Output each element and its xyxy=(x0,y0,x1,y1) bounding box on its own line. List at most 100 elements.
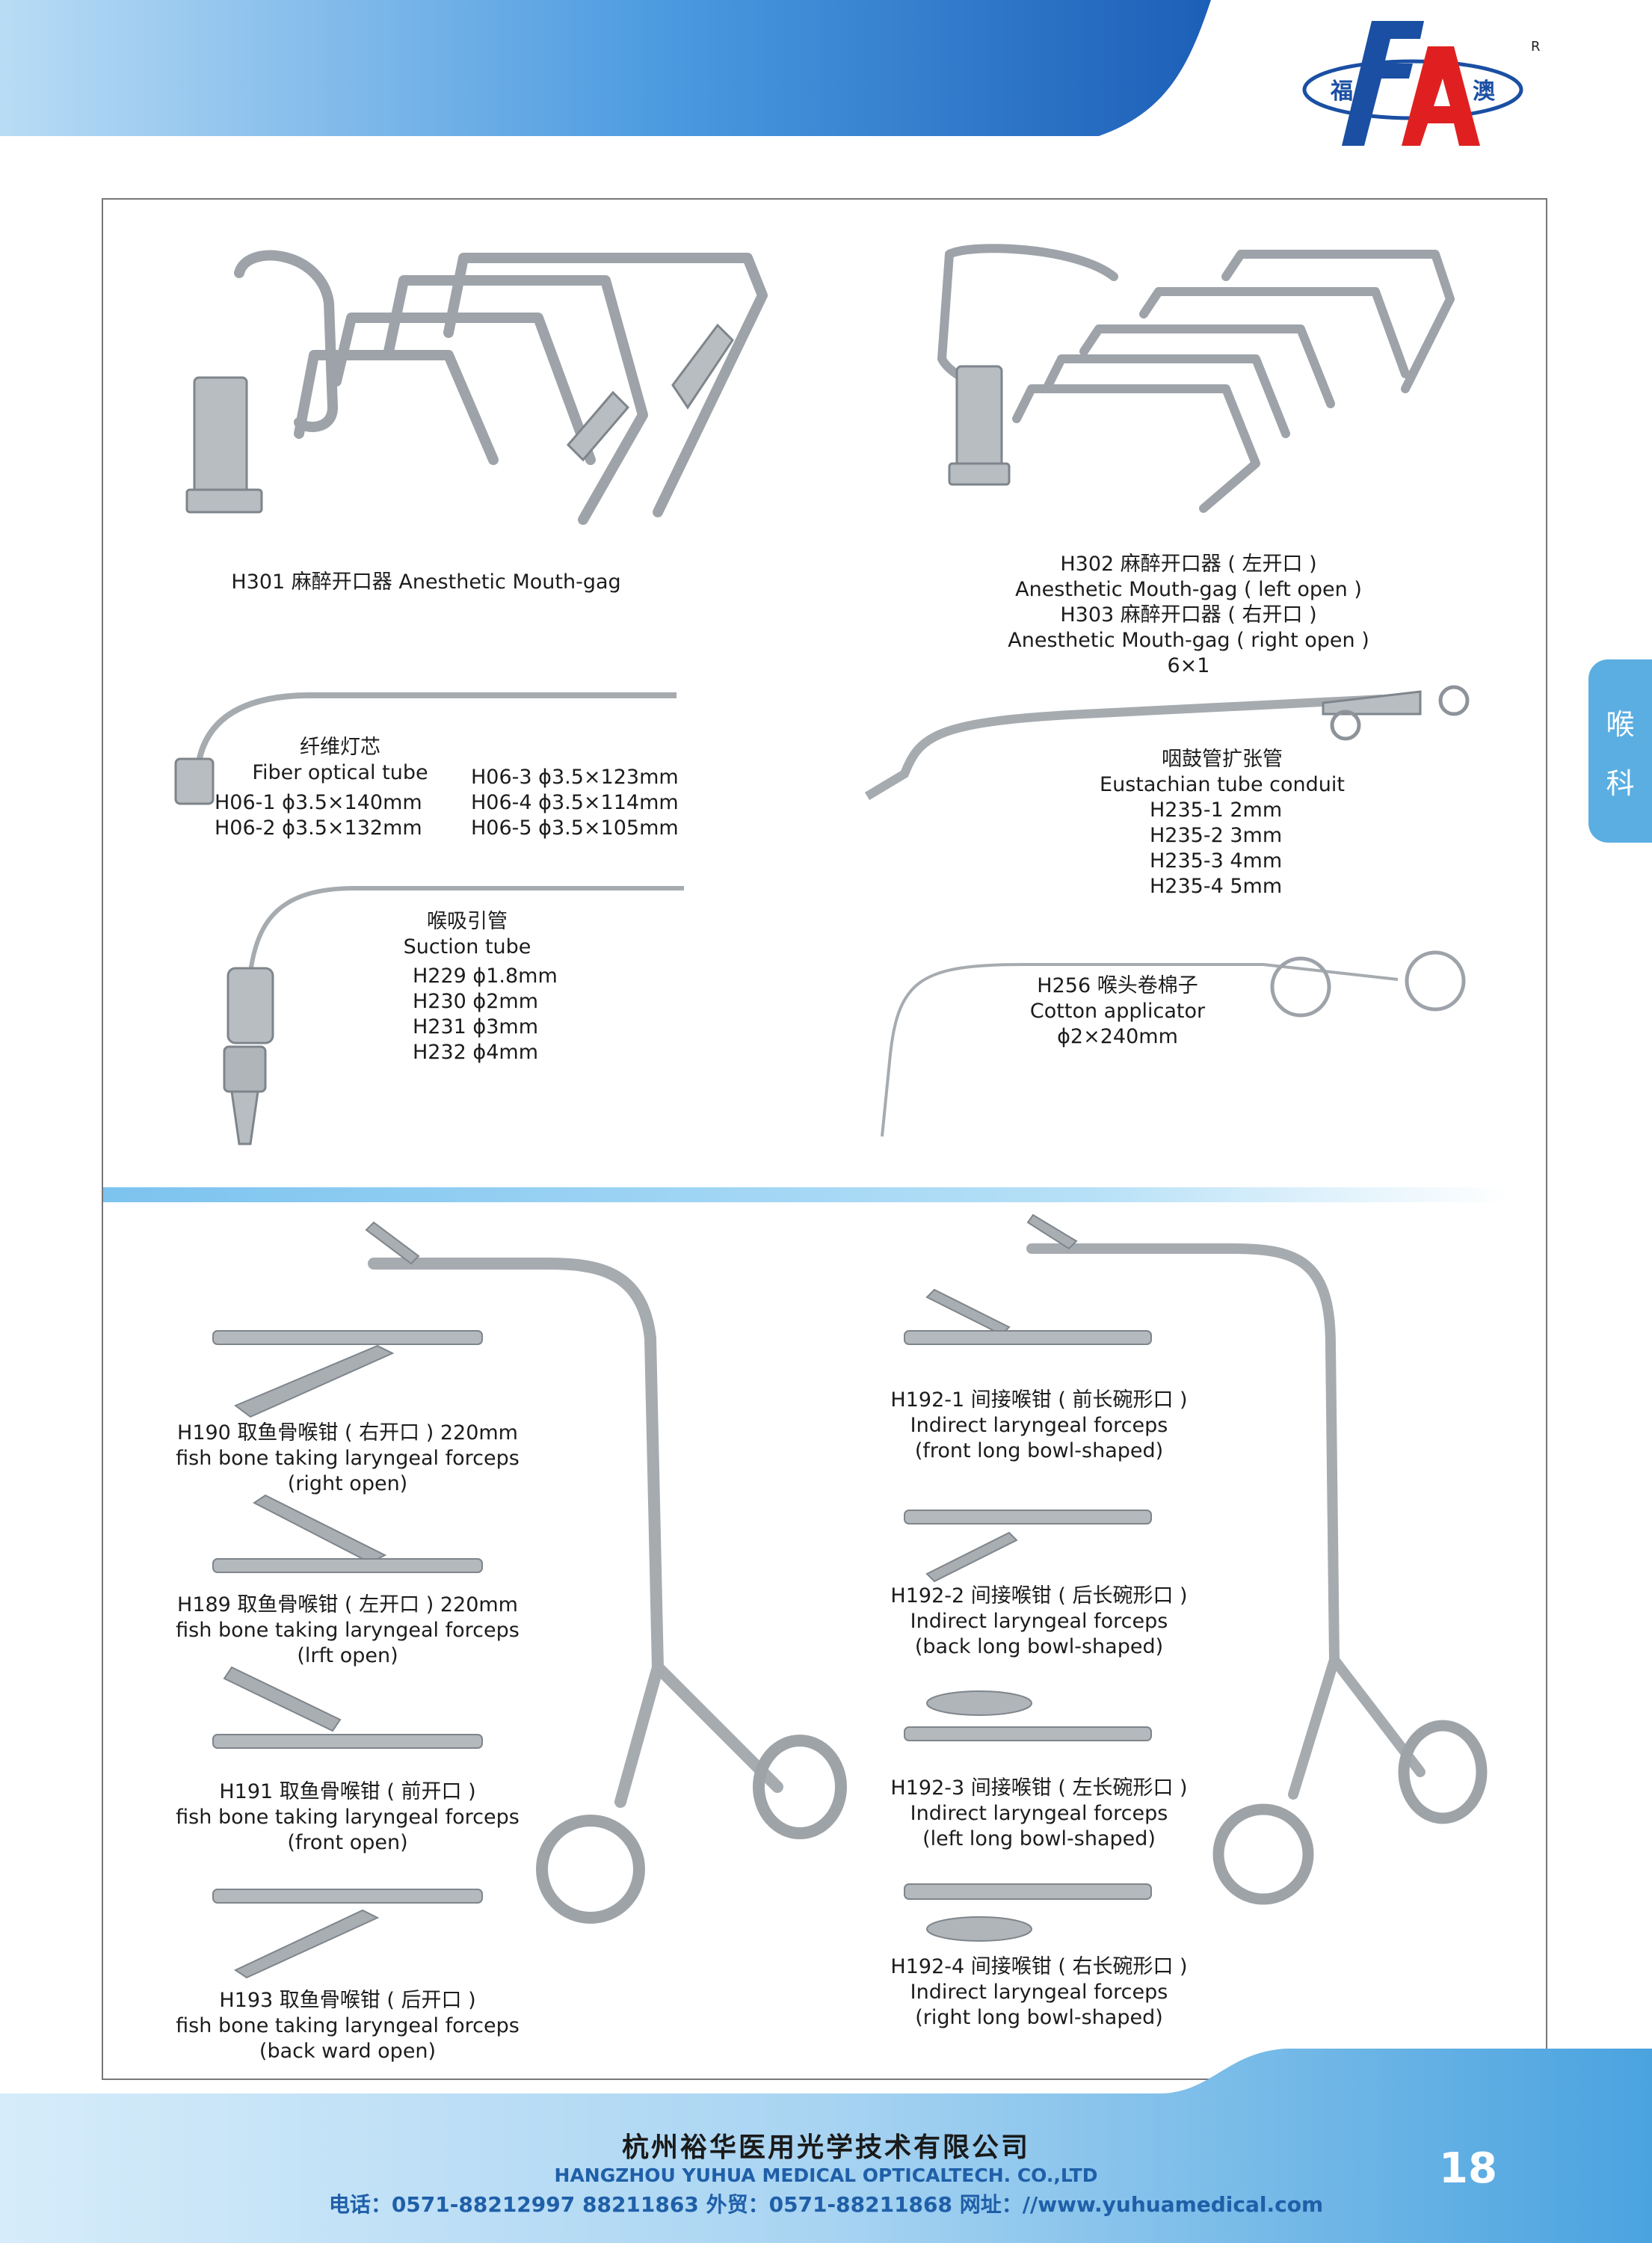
h189-line3: (lrft open) xyxy=(297,1644,398,1667)
h191-line1: H191 取鱼骨喉钳 ( 前开口 ) xyxy=(219,1780,476,1803)
eustachian-tube-image xyxy=(864,685,1470,801)
eustachian-specs: H235-1 2mm H235-2 3mm H235-3 4mm H235-4 … xyxy=(1150,798,1282,899)
caption-h192-2: H192-2 间接喉钳 ( 后长碗形口 ) Indirect laryngeal… xyxy=(852,1584,1226,1660)
forceps-h189-image xyxy=(212,1494,483,1573)
suction-tube-cn: 喉吸引管 xyxy=(427,910,508,933)
caption-h192-1: H192-1 间接喉钳 ( 前长碗形口 ) Indirect laryngeal… xyxy=(852,1388,1226,1464)
h192-2-line3: (back long bowl-shaped) xyxy=(914,1635,1164,1658)
h192-3-line2: Indirect laryngeal forceps xyxy=(910,1802,1168,1825)
h189-line1: H189 取鱼骨喉钳 ( 左开口 ) 220mm xyxy=(177,1593,518,1616)
mouth-gag-image-right xyxy=(937,244,1455,513)
forceps-large-left-image xyxy=(365,1221,847,1924)
caption-suction-tube: 喉吸引管 Suction tube xyxy=(374,909,561,960)
caption-h301: H301 麻醉开口器 Anesthetic Mouth-gag xyxy=(194,570,658,595)
caption-h191: H191 取鱼骨喉钳 ( 前开口 ) fish bone taking lary… xyxy=(161,1779,534,1856)
eustachian-cn: 咽鼓管扩张管 xyxy=(1162,748,1283,771)
footer-band xyxy=(0,2049,1652,2243)
suction-spec-2: H230 ϕ2mm xyxy=(413,990,539,1013)
caption-h302-line2: Anesthetic Mouth-gag ( left open ) xyxy=(1015,578,1362,601)
caption-h302-qty: 6×1 xyxy=(1167,654,1210,677)
h192-4-line3: (right long bowl-shaped) xyxy=(915,2006,1163,2029)
h192-3-line1: H192-3 间接喉钳 ( 左长碗形口 ) xyxy=(890,1776,1188,1800)
fiber-spec-5: H06-5 ϕ3.5×105mm xyxy=(471,816,679,840)
section-divider xyxy=(103,1187,1508,1202)
forceps-h192-1-image xyxy=(904,1288,1152,1345)
h193-line2: fish bone taking laryngeal forceps xyxy=(176,2014,520,2037)
eustachian-spec-3: H235-3 4mm xyxy=(1150,849,1283,873)
suction-tube-image xyxy=(223,886,684,1145)
cotton-applicator-image xyxy=(881,950,1466,1137)
cotton-line1: H256 喉头卷棉子 xyxy=(1037,974,1198,997)
h191-line2: fish bone taking laryngeal forceps xyxy=(176,1806,520,1829)
h192-3-line3: (left long bowl-shaped) xyxy=(922,1827,1156,1850)
fiber-optical-tube-image xyxy=(174,692,676,805)
caption-h302-line1: H302 麻醉开口器 ( 左开口 ) xyxy=(1060,553,1317,576)
section-tab-line1: 喉 xyxy=(1606,708,1635,741)
caption-h302-h303: H302 麻醉开口器 ( 左开口 ) Anesthetic Mouth-gag … xyxy=(957,552,1420,679)
catalog-frame xyxy=(102,198,1547,2080)
forceps-h193-image xyxy=(212,1889,483,1979)
suction-spec-1: H229 ϕ1.8mm xyxy=(413,964,558,988)
caption-h301-text: H301 麻醉开口器 Anesthetic Mouth-gag xyxy=(231,570,621,594)
fiber-tube-cn: 纤维灯芯 xyxy=(300,736,380,759)
caption-h189: H189 取鱼骨喉钳 ( 左开口 ) 220mm fish bone takin… xyxy=(161,1593,534,1669)
caption-h190: H190 取鱼骨喉钳 ( 右开口 ) 220mm fish bone takin… xyxy=(161,1421,534,1497)
logo-char-left: 福 xyxy=(1330,79,1353,105)
h192-4-line2: Indirect laryngeal forceps xyxy=(910,1981,1168,2004)
forceps-h192-4-image xyxy=(904,1883,1152,1942)
contact-info: 电话：0571-88212997 88211863 外贸：0571-882118… xyxy=(328,2192,1324,2217)
company-name-cn: 杭州裕华医用光学技术有限公司 xyxy=(621,2132,1030,2163)
h190-line2: fish bone taking laryngeal forceps xyxy=(176,1447,520,1470)
fiber-spec-4: H06-4 ϕ3.5×114mm xyxy=(471,791,679,814)
caption-h303-line2: Anesthetic Mouth-gag ( right open ) xyxy=(1008,629,1369,652)
caption-h193: H193 取鱼骨喉钳 ( 后开口 ) fish bone taking lary… xyxy=(161,1988,534,2064)
eustachian-spec-2: H235-2 3mm xyxy=(1150,824,1283,847)
h193-line1: H193 取鱼骨喉钳 ( 后开口 ) xyxy=(219,1989,476,2012)
h192-2-line2: Indirect laryngeal forceps xyxy=(910,1610,1168,1633)
suction-tube-en: Suction tube xyxy=(403,935,531,959)
top-banner xyxy=(0,0,1211,136)
fiber-spec-2: H06-2 ϕ3.5×132mm xyxy=(215,816,422,840)
forceps-large-right-image xyxy=(1026,1213,1488,1905)
section-tab-line2: 科 xyxy=(1606,767,1635,800)
page-number: 18 xyxy=(1439,2144,1497,2193)
fiber-tube-specs-right: H06-3 ϕ3.5×123mm H06-4 ϕ3.5×114mm H06-5 … xyxy=(471,765,679,841)
caption-h192-3: H192-3 间接喉钳 ( 左长碗形口 ) Indirect laryngeal… xyxy=(852,1776,1226,1852)
h190-line3: (right open) xyxy=(287,1472,408,1495)
h189-line2: fish bone taking laryngeal forceps xyxy=(176,1619,520,1642)
fiber-spec-1: H06-1 ϕ3.5×140mm xyxy=(215,791,422,814)
caption-cotton-applicator: H256 喉头卷棉子 Cotton applicator ϕ2×240mm xyxy=(1005,973,1230,1050)
caption-fiber-tube: 纤维灯芯 Fiber optical tube xyxy=(209,735,471,786)
h192-1-line2: Indirect laryngeal forceps xyxy=(910,1414,1168,1437)
caption-h192-4: H192-4 间接喉钳 ( 右长碗形口 ) Indirect laryngeal… xyxy=(852,1954,1226,2031)
suction-spec-4: H232 ϕ4mm xyxy=(413,1041,539,1064)
forceps-h190-image xyxy=(212,1330,483,1418)
cotton-line2: Cotton applicator xyxy=(1029,1000,1206,1023)
h191-line3: (front open) xyxy=(287,1831,408,1854)
suction-tube-specs: H229 ϕ1.8mm H230 ϕ2mm H231 ϕ3mm H232 ϕ4m… xyxy=(413,964,558,1065)
suction-spec-3: H231 ϕ3mm xyxy=(413,1015,539,1039)
h192-2-line1: H192-2 间接喉钳 ( 后长碗形口 ) xyxy=(890,1584,1188,1607)
fiber-spec-3: H06-3 ϕ3.5×123mm xyxy=(471,766,679,789)
fiber-tube-specs-left: H06-1 ϕ3.5×140mm H06-2 ϕ3.5×132mm xyxy=(215,790,422,841)
h192-1-line1: H192-1 间接喉钳 ( 前长碗形口 ) xyxy=(890,1388,1188,1412)
h192-4-line1: H192-4 间接喉钳 ( 右长碗形口 ) xyxy=(890,1955,1188,1978)
company-name-en: HANGZHOU YUHUA MEDICAL OPTICALTECH. CO.,… xyxy=(554,2164,1098,2186)
section-tab: 喉 科 xyxy=(1588,659,1652,843)
eustachian-spec-1: H235-1 2mm xyxy=(1150,799,1283,822)
caption-eustachian: 咽鼓管扩张管 Eustachian tube conduit xyxy=(1091,747,1353,798)
forceps-h191-image xyxy=(212,1666,483,1749)
h192-1-line3: (front long bowl-shaped) xyxy=(914,1439,1164,1462)
eustachian-en: Eustachian tube conduit xyxy=(1100,773,1345,796)
eustachian-spec-4: H235-4 5mm xyxy=(1150,875,1283,898)
mouth-gag-image-left xyxy=(185,250,768,525)
caption-h303-line1: H303 麻醉开口器 ( 右开口 ) xyxy=(1060,603,1317,627)
h190-line1: H190 取鱼骨喉钳 ( 右开口 ) 220mm xyxy=(177,1421,518,1444)
forceps-h192-3-image xyxy=(904,1690,1152,1741)
fiber-tube-en: Fiber optical tube xyxy=(252,761,428,784)
logo-char-right: 澳 xyxy=(1473,79,1496,105)
h193-line3: (back ward open) xyxy=(259,2040,437,2063)
registered-mark: R xyxy=(1531,39,1540,55)
forceps-h192-2-image xyxy=(904,1510,1152,1583)
company-logo: 福 澳 R xyxy=(1301,15,1541,150)
